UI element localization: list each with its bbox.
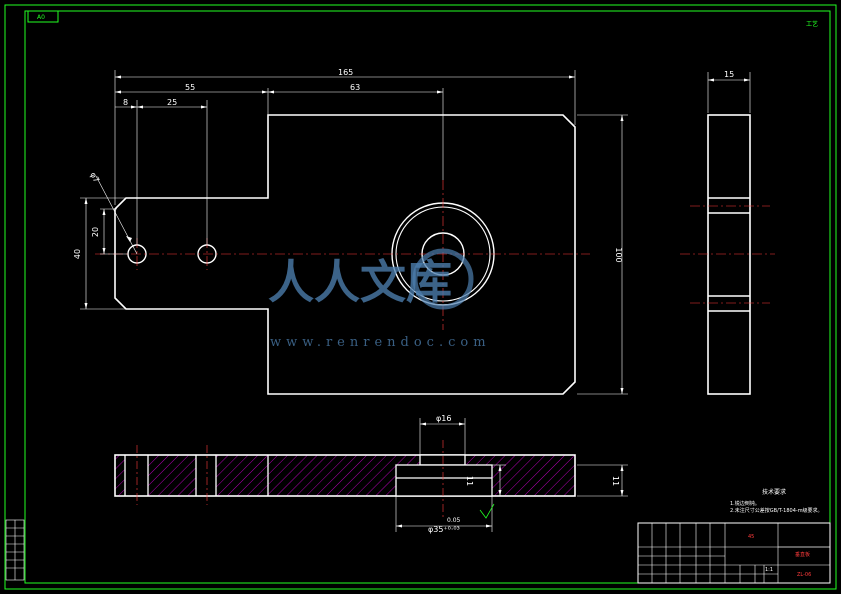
dim-counterbore-diameter: φ35⁺⁰·⁰³ (428, 525, 460, 534)
dim-tolerance-note: 0.05 (447, 517, 461, 524)
title-block-drawing-no: ZL-06 (797, 572, 811, 578)
title-block-material: 45 (748, 534, 754, 540)
code-box-label: A0 (37, 14, 45, 21)
dim-thickness: 15 (724, 70, 734, 79)
front-dimension-lines (80, 70, 628, 395)
dim-hole-diameter: φ7 (88, 171, 101, 184)
dim-section-thickness: 11 (611, 476, 620, 486)
tech-requirement-1: 1.锐边倒钝。 (730, 500, 760, 507)
inner-border (24, 10, 831, 584)
dim-height: 100 (614, 247, 623, 262)
dim-right-segment: 63 (350, 83, 360, 92)
tech-requirements-title: 技术要求 (762, 488, 786, 496)
section-arrowheads (396, 422, 624, 528)
side-arrowheads (708, 78, 750, 82)
side-centerlines (680, 205, 775, 304)
title-block-scale: 1:1 (765, 567, 773, 573)
roughness-symbol (479, 503, 495, 519)
dim-bore-diameter: φ16 (436, 414, 451, 423)
tech-requirement-2: 2.未注尺寸公差按GB/T-1804-m级要求。 (730, 507, 823, 514)
dim-hole-spacing: 25 (167, 98, 177, 107)
front-arrowheads (84, 75, 624, 394)
section-outline (114, 454, 576, 497)
dim-inner-height: 20 (91, 227, 100, 237)
watermark-logo-ring (412, 248, 474, 310)
watermark-text: 人人文库 (268, 255, 452, 309)
title-block-part-name: 垂直板 (795, 551, 810, 558)
section-hatching (115, 455, 575, 496)
dim-hole-offset: 8 (123, 98, 128, 107)
dim-counterbore-depth: 11 (465, 476, 474, 486)
corner-mark: 工艺 (806, 20, 818, 28)
section-edges (124, 454, 493, 497)
dim-overall-length: 165 (338, 68, 353, 77)
dim-tab-height: 40 (73, 249, 82, 259)
code-box (27, 10, 59, 23)
watermark-url: www.renrendoc.com (270, 335, 491, 350)
watermark: 人人文库 www.renrendoc.com (268, 248, 491, 350)
side-dimension-lines (707, 72, 751, 113)
section-centerlines (136, 440, 444, 520)
dim-left-segment: 55 (185, 83, 195, 92)
side-view-outline (707, 114, 751, 395)
outer-border (4, 4, 837, 590)
side-view-edges (708, 197, 750, 312)
revision-strip (5, 519, 25, 581)
title-block (637, 522, 831, 584)
